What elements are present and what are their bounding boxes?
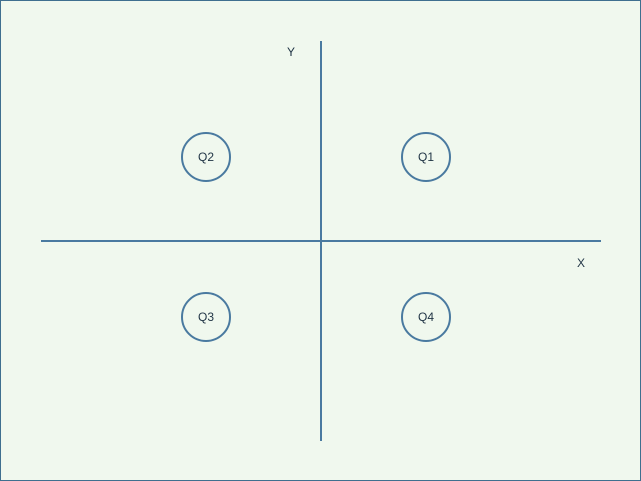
q1-circle	[401, 132, 451, 182]
quadrant-q2: Q2	[181, 132, 231, 182]
quadrant-q4: Q4	[401, 292, 451, 342]
quadrant-q1: Q1	[401, 132, 451, 182]
q1-label: Q1	[418, 150, 434, 164]
quadrant-q3: Q3	[181, 292, 231, 342]
q4-label: Q4	[418, 310, 434, 324]
q2-circle	[181, 132, 231, 182]
q3-label: Q3	[198, 310, 214, 324]
q2-label: Q2	[198, 150, 214, 164]
y-axis-label: Y	[287, 45, 295, 59]
x-axis-label: X	[577, 256, 585, 270]
q4-circle	[401, 292, 451, 342]
q3-circle	[181, 292, 231, 342]
